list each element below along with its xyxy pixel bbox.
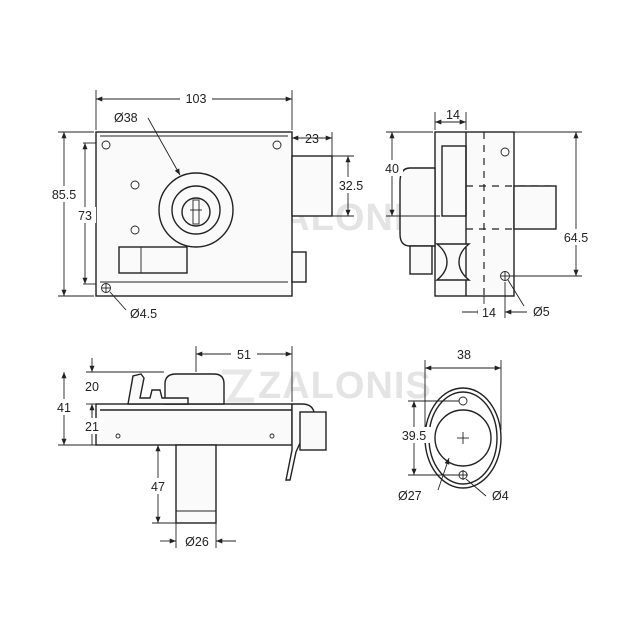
dim-bg [334,177,368,193]
side-cylinder-base [409,245,433,275]
front-view: 103 85.5 73 Ø38 23 32.5 Ø4.5 [46,90,368,321]
dim-top-depth-body-label: 21 [85,420,99,434]
leader-cylinder [147,117,181,176]
latch-slot [118,246,188,274]
dim-bolt-offset-label: 23 [305,132,319,146]
dim-bg [52,399,76,415]
dim-bolt-height-label: 32.5 [339,179,363,193]
screw-hole-mid-left-2 [130,225,140,235]
screw-hole-mid-left [130,180,140,190]
dim-bg [452,346,476,362]
latch-slot-left [118,246,142,274]
top-screw-right [269,433,275,439]
latch-front [291,251,307,283]
dim-rosette-width-label: 38 [457,348,471,362]
side-view: 14 40 64.5 14 Ø5 [381,108,594,320]
leader-rosette-inner [437,457,450,491]
key-slot [192,199,200,225]
rosette-cylinder-hole [434,409,492,467]
top-view: 51 20 41 21 47 Ø26 [52,346,327,549]
dim-bg [74,207,96,223]
rosette-screw-hole-top [458,396,468,406]
dim-rosette-inner-dia-label: Ø27 [398,489,422,503]
dim-height-inner-label: 73 [78,209,92,223]
top-cylinder-head [164,373,225,405]
dim-bg [46,186,82,202]
dim-top-cylinder-len-label: 47 [151,480,165,494]
dim-side-height-label: 40 [385,162,399,176]
dim-bg [381,160,403,176]
dim-bg [396,427,432,443]
screw-hole-top-right [272,140,282,150]
leader-hole [109,291,127,311]
dim-rosette-height-label: 39.5 [402,429,426,443]
dim-hole-dia-label: Ø4.5 [130,307,157,321]
top-cylinder-body [175,444,217,524]
dim-side-top-width-label: 14 [446,108,460,122]
dim-bg [478,304,500,320]
dim-bg [80,418,104,434]
top-screw-left [115,433,121,439]
dim-height-outer-label: 85.5 [52,188,76,202]
dim-bg [146,478,170,494]
watermark-logo-bottom [222,369,254,403]
cylinder-rosette [158,172,234,248]
dim-bg [558,229,594,245]
dim-top-depth-top-label: 20 [85,380,99,394]
dim-bg [231,346,257,362]
dim-top-length-label: 51 [237,348,251,362]
top-bolt [299,411,327,451]
dim-width-label: 103 [186,92,207,106]
side-bolt [513,185,557,230]
top-latch-profile [127,373,189,405]
dim-top-cylinder-dia-label: Ø26 [185,535,209,549]
dim-rosette-hole-dia-label: Ø4 [492,489,509,503]
dim-cylinder-dia-label: Ø38 [114,111,138,125]
leader-side-hole [507,279,525,307]
side-screw-hole-top [500,147,510,157]
cylinder-core [181,197,211,227]
leader-rosette-hole [465,478,487,497]
side-cylinder [399,167,436,247]
dim-bg [180,90,212,106]
dim-side-bottom-width-label: 14 [482,306,496,320]
top-body [95,403,293,446]
dim-top-depth-total-label: 41 [57,401,71,415]
side-slot [441,145,467,217]
side-knob [435,243,471,281]
dim-side-bolt-height-label: 64.5 [564,231,588,245]
screw-hole-top-left [101,140,111,150]
cylinder-ring [171,185,221,235]
bolt-front [291,155,333,217]
rosette-view: 38 39.5 Ø27 Ø4 [396,346,509,503]
watermark-bottom: ZALONIS [258,365,432,407]
dim-side-hole-dia-label: Ø5 [533,305,550,319]
